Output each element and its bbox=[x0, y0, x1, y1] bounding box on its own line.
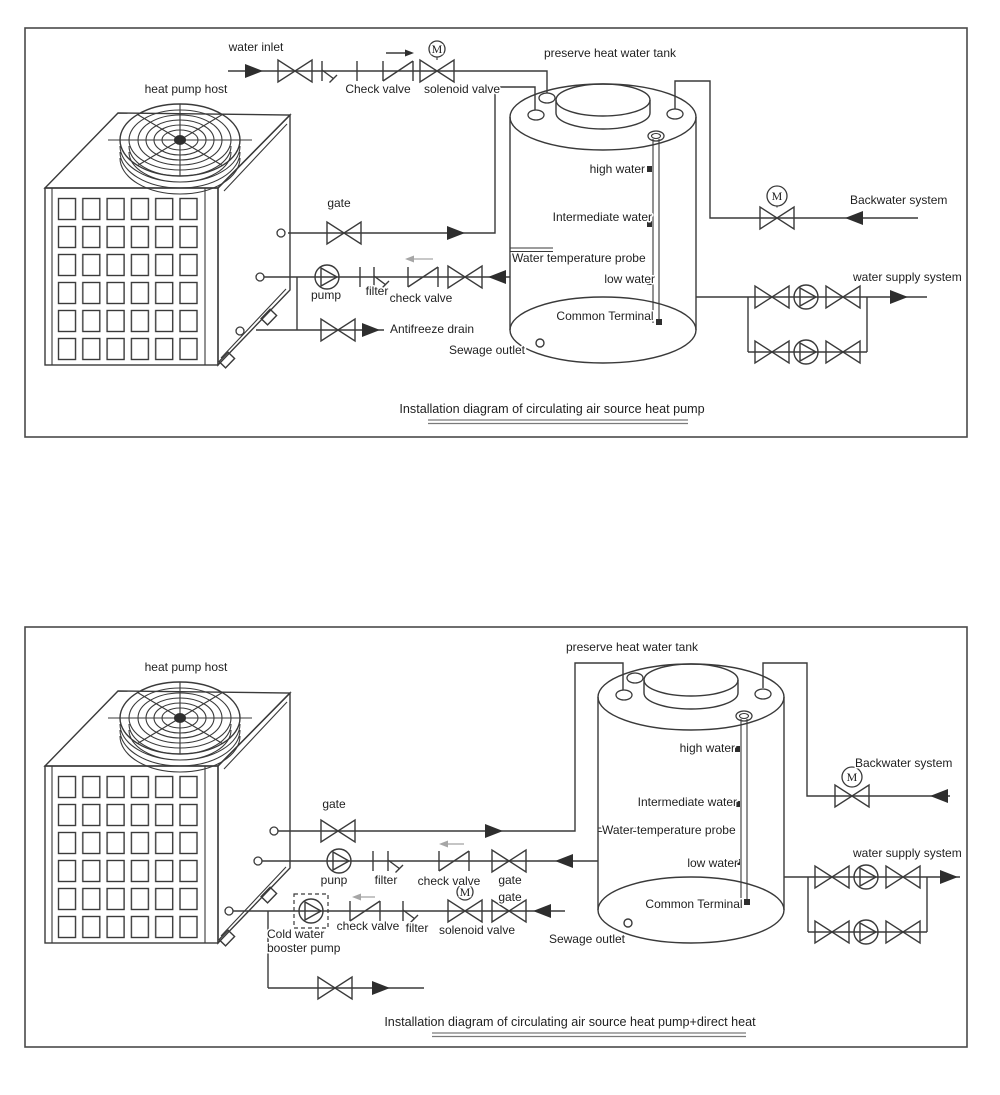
solenoid-valve-label: solenoid valve bbox=[439, 923, 515, 937]
solenoid-motor-icon bbox=[456, 883, 474, 901]
bottom-diagram-title: Installation diagram of circulating air … bbox=[384, 1015, 756, 1029]
check-valve-label: check valve bbox=[418, 874, 481, 888]
filter-booster-label: filter bbox=[406, 921, 429, 935]
bottom-title-underline bbox=[432, 1032, 746, 1038]
supply-flow-arrow bbox=[890, 290, 908, 304]
host-coldwater-port bbox=[224, 906, 234, 916]
heat-pump-host-label: heat pump host bbox=[145, 660, 228, 674]
bottom-diagram: heat pump host preserve heat water tank … bbox=[24, 626, 968, 1048]
sewage-outlet-label: Sewage outlet bbox=[549, 932, 626, 946]
check-valve-label: check valve bbox=[390, 291, 453, 305]
inlet-strainer-icon bbox=[321, 60, 338, 84]
preserve-tank-label: preserve heat water tank bbox=[544, 46, 677, 60]
inlet-flow-arrow bbox=[245, 64, 263, 78]
gate-tank-label: gate bbox=[498, 873, 522, 887]
return-flow-arrowhead bbox=[405, 255, 414, 263]
high-water-label: high water bbox=[680, 741, 735, 755]
heat-pump-host-label: heat pump host bbox=[145, 82, 228, 96]
top-diagram-title: Installation diagram of circulating air … bbox=[399, 402, 704, 416]
check-valve-inlet-label: Check valve bbox=[345, 82, 411, 96]
host-return-port bbox=[253, 856, 263, 866]
preserve-tank-label: preserve heat water tank bbox=[566, 640, 699, 654]
motor-letter: M bbox=[772, 189, 783, 203]
booster-pump-dashed-box bbox=[293, 893, 329, 929]
motor-letter: M bbox=[432, 42, 443, 56]
pump-label: pump bbox=[311, 288, 341, 302]
motor-letter: M bbox=[460, 885, 471, 899]
booster-filter-icon bbox=[402, 900, 419, 924]
cold-water-label-line1: Cold water bbox=[267, 927, 324, 941]
filter-label: filter bbox=[375, 873, 398, 887]
host-outlet-port bbox=[276, 228, 286, 238]
solenoid-valve-label: solenoid valve bbox=[424, 82, 500, 96]
water-supply-system-label: water supply system bbox=[852, 846, 962, 860]
heat-pump-host-drawing bbox=[44, 681, 291, 947]
backwater-flow-arrow bbox=[845, 211, 863, 225]
sewage-outlet-label: Sewage outlet bbox=[449, 343, 526, 357]
gate-label: gate bbox=[322, 797, 346, 811]
outlet-flow-arrow bbox=[485, 824, 503, 838]
water-supply-system-label: water supply system bbox=[852, 270, 962, 284]
top-title-underline bbox=[428, 419, 688, 425]
backwater-flow-arrow bbox=[930, 789, 948, 803]
backwater-system-label: Backwater system bbox=[855, 756, 952, 770]
backwater-system-label: Backwater system bbox=[850, 193, 947, 207]
filter-label: filter bbox=[366, 284, 389, 298]
low-water-label: low water bbox=[687, 856, 738, 870]
water-inlet-label: water inlet bbox=[228, 40, 284, 54]
backwater-motor-icon bbox=[841, 766, 863, 788]
bottom-diagram-border bbox=[24, 626, 968, 1048]
check-valve-flow-arrowhead bbox=[405, 49, 414, 57]
intermediate-water-label: Intermediate water bbox=[553, 210, 652, 224]
supply-flow-arrow bbox=[940, 870, 958, 884]
top-diagram: water inlet heat pump host Check valve s… bbox=[24, 27, 968, 438]
gate-label: gate bbox=[327, 196, 351, 210]
motor-letter: M bbox=[847, 770, 858, 784]
host-drain-port bbox=[235, 326, 245, 336]
punp-label: punp bbox=[321, 873, 348, 887]
return-flow-arrowhead bbox=[439, 840, 448, 848]
common-terminal-label: Common Terminal bbox=[556, 309, 653, 323]
cold-water-label-line2: booster pump bbox=[267, 941, 341, 955]
common-terminal-label: Common Terminal bbox=[645, 897, 742, 911]
heat-pump-host-drawing bbox=[44, 103, 291, 369]
water-temp-probe-label: Water temperature probe bbox=[512, 251, 646, 265]
filter-icon bbox=[387, 850, 404, 874]
supply-pump-group bbox=[808, 865, 927, 944]
high-water-label: high water bbox=[590, 162, 645, 176]
antifreeze-drain-label: Antifreeze drain bbox=[390, 322, 474, 336]
backwater-pipe bbox=[762, 662, 950, 797]
backwater-pipe bbox=[674, 80, 918, 219]
hot-water-out-pipe bbox=[288, 86, 536, 234]
top-diagram-border bbox=[24, 27, 968, 438]
outlet-flow-arrow bbox=[447, 226, 465, 240]
solenoid-motor-icon bbox=[428, 40, 446, 58]
low-water-label: low water bbox=[604, 272, 655, 286]
check-valve-booster-label: check valve bbox=[337, 919, 400, 933]
intermediate-water-label: Intermediate water bbox=[638, 795, 737, 809]
supply-pump-group bbox=[748, 285, 867, 364]
return-arrow-icon bbox=[488, 270, 506, 284]
host-return-port bbox=[255, 272, 265, 282]
host-outlet-port bbox=[269, 826, 279, 836]
hot-water-out-pipe bbox=[278, 662, 624, 832]
drain-flow-arrow bbox=[362, 323, 380, 337]
booster-arrow-icon bbox=[533, 904, 551, 918]
return-arrow-icon bbox=[555, 854, 573, 868]
drain-flow-arrow bbox=[372, 981, 390, 995]
gate-booster-label: gate bbox=[498, 890, 522, 904]
booster-flow-arrowhead bbox=[352, 893, 361, 901]
water-temp-probe-label: Water temperature probe bbox=[602, 823, 736, 837]
water-inlet-pipe bbox=[228, 70, 548, 93]
